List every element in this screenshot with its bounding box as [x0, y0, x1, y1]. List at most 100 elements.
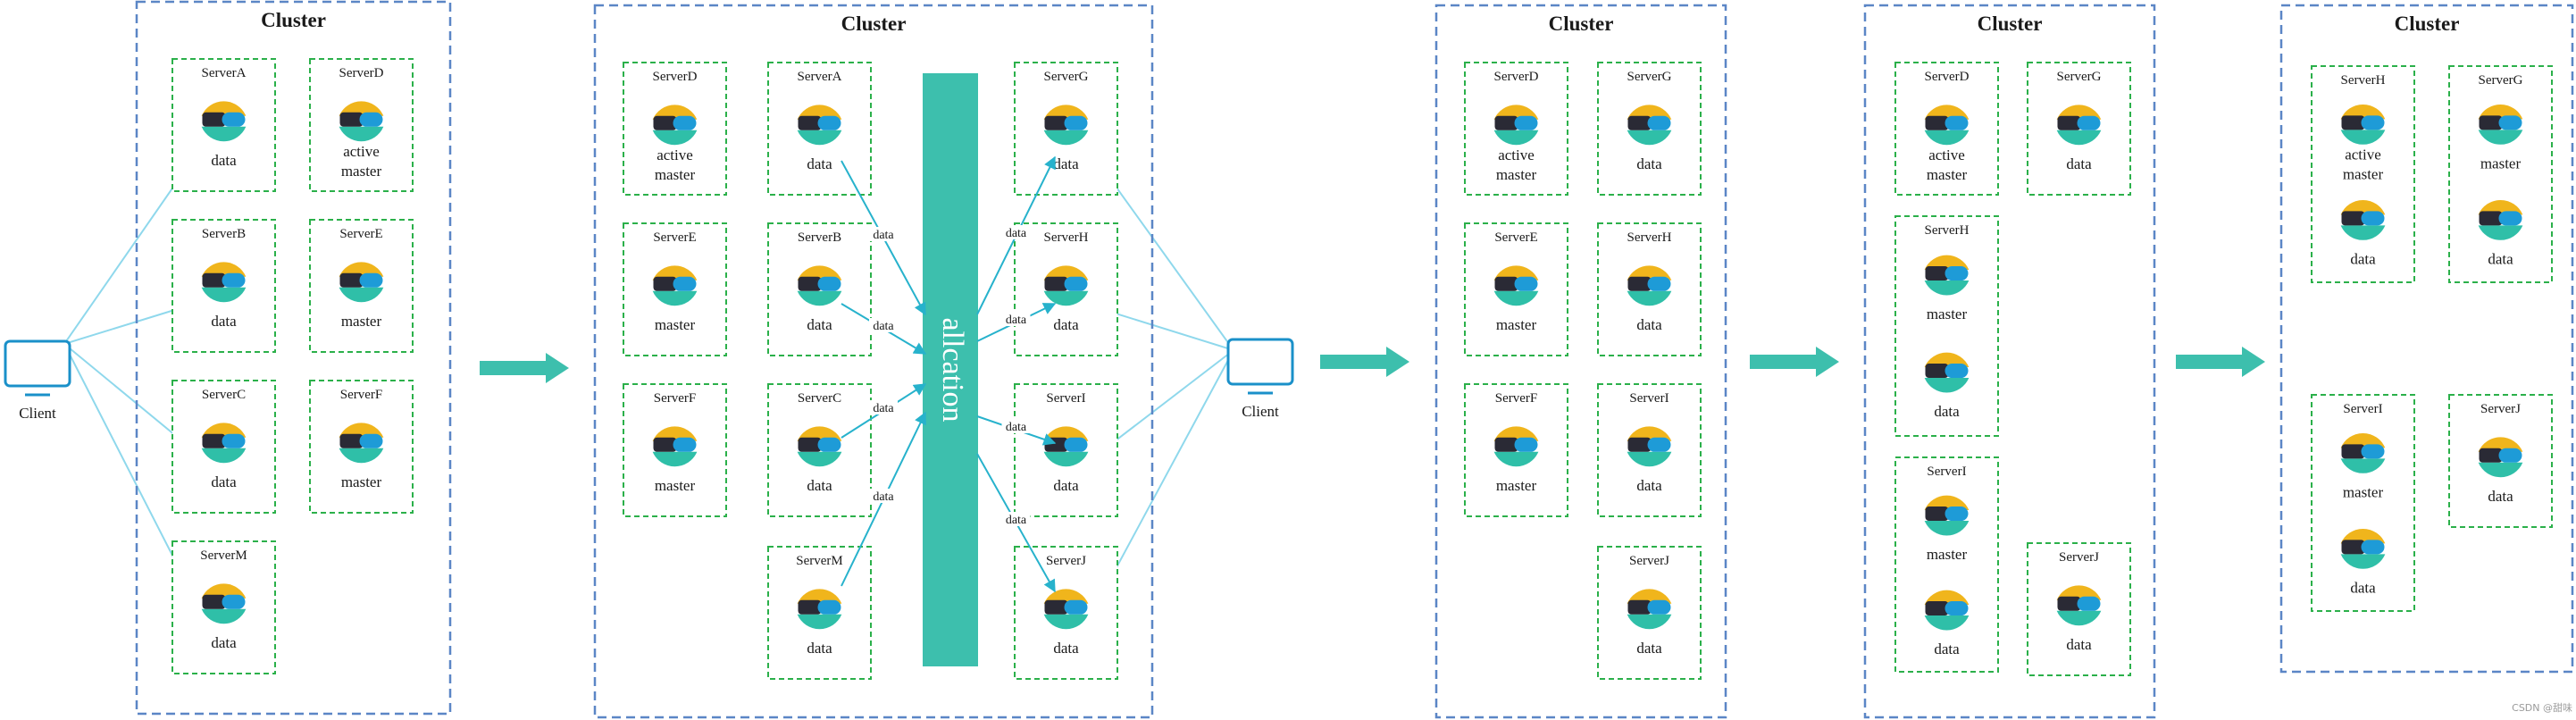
logo-blue-segment: [1514, 437, 1538, 452]
logo-blue-segment: [2498, 448, 2522, 463]
client-label: Client: [19, 405, 56, 422]
cluster-title: Cluster: [261, 9, 326, 31]
elastic-logo-icon: [2478, 437, 2523, 478]
logo-blue-segment: [1514, 115, 1538, 130]
logo-dark-segment: [653, 115, 677, 130]
logo-top-segment: [1043, 265, 1089, 280]
logo-top-segment: [1493, 265, 1539, 280]
server-name: ServerJ: [1046, 554, 1086, 568]
logo-bottom-segment: [1043, 614, 1089, 630]
server-box: [309, 58, 414, 192]
logo-bottom-segment: [201, 608, 247, 624]
logo-bottom-segment: [652, 451, 698, 467]
logo-blue-segment: [222, 433, 246, 448]
logo-bottom-segment: [201, 448, 247, 464]
server-name: ServerH: [1627, 230, 1672, 245]
logo-bottom-segment: [1627, 451, 1672, 467]
allocation-label: allcation: [936, 317, 969, 422]
monitor-icon: [4, 339, 71, 388]
logo-dark-segment: [1044, 276, 1068, 291]
elastic-logo-icon: [1493, 265, 1539, 306]
server-name: ServerG: [1627, 70, 1672, 84]
logo-dark-segment: [202, 594, 226, 609]
edge-label-bg: [869, 318, 898, 332]
logo-blue-segment: [1647, 115, 1671, 130]
logo-dark-segment: [2479, 115, 2503, 130]
logo-top-segment: [2056, 105, 2102, 120]
logo-top-segment: [652, 265, 698, 280]
logo-dark-segment: [1925, 115, 1949, 130]
logo-blue-segment: [222, 594, 246, 609]
edge-label-bg: [869, 227, 898, 241]
server-name: ServerC: [202, 388, 246, 402]
server-box: [1894, 456, 1999, 673]
logo-top-segment: [201, 262, 247, 277]
server-node: ServerC data: [171, 380, 276, 514]
elastic-logo-icon: [2056, 585, 2102, 626]
cluster-border: [593, 4, 1154, 719]
cluster-title: Cluster: [1978, 13, 2043, 35]
client-icon: Client: [4, 339, 71, 422]
server-role: master: [341, 313, 382, 330]
server-name: ServerJ: [2059, 550, 2099, 565]
edge-label-bg: [1001, 225, 1031, 239]
logo-dark-segment: [339, 112, 364, 127]
logo-dark-segment: [202, 433, 226, 448]
server-name: ServerF: [1495, 391, 1538, 406]
server-role: data: [1934, 640, 1960, 657]
logo-top-segment: [1493, 105, 1539, 120]
elastic-logo-icon: [1924, 590, 1970, 631]
transition-arrow: [1750, 347, 1839, 377]
logo-bottom-segment: [2478, 130, 2523, 145]
logo-top-segment: [2478, 199, 2523, 215]
server-name: ServerB: [798, 230, 841, 245]
logo-top-segment: [1043, 589, 1089, 604]
allocation-bar: [923, 73, 978, 666]
server-role: data: [1636, 477, 1662, 494]
logo-bottom-segment: [339, 287, 384, 303]
edge-label: data: [873, 320, 894, 333]
logo-bottom-segment: [1924, 280, 1970, 296]
logo-top-segment: [201, 423, 247, 438]
logo-blue-segment: [1647, 599, 1671, 615]
edge-label: data: [873, 229, 894, 242]
logo-blue-segment: [1647, 437, 1671, 452]
cluster-border: [135, 0, 452, 716]
logo-dark-segment: [2479, 211, 2503, 226]
logo-top-segment: [652, 105, 698, 120]
server-name: ServerD: [1925, 70, 1970, 84]
logo-bottom-segment: [1493, 290, 1539, 306]
transition-arrow: [2176, 347, 2265, 377]
logo-dark-segment: [1925, 266, 1949, 281]
server-role: data: [211, 473, 237, 490]
logo-top-segment: [1627, 105, 1672, 120]
elastic-logo-icon: [1493, 105, 1539, 146]
logo-bottom-segment: [2340, 554, 2386, 569]
server-role: master: [1496, 316, 1537, 333]
server-name: ServerA: [798, 70, 842, 84]
logo-dark-segment: [2341, 115, 2365, 130]
logo-dark-segment: [1627, 599, 1652, 615]
logo-blue-segment: [1064, 115, 1088, 130]
server-role: data: [1053, 155, 1079, 172]
edge-label-bg: [869, 400, 898, 414]
logo-top-segment: [2478, 437, 2523, 452]
server-role: data: [2350, 250, 2376, 267]
server-role: data: [807, 477, 832, 494]
server-name: ServerA: [202, 66, 247, 80]
logo-dark-segment: [1494, 437, 1518, 452]
server-name: ServerE: [653, 230, 696, 245]
logo-dark-segment: [2057, 596, 2081, 611]
logo-top-segment: [2056, 585, 2102, 600]
elastic-logo-icon: [652, 105, 698, 146]
logo-dark-segment: [1494, 115, 1518, 130]
client-icon: Client: [1226, 338, 1294, 420]
